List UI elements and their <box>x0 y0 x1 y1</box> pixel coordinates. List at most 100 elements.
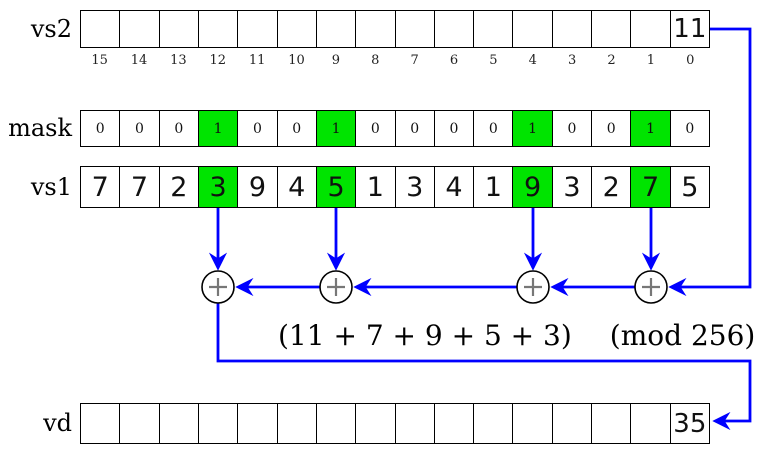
cell-vs1-bit14: 7 <box>120 167 160 207</box>
cell-vs2-bit9 <box>316 11 357 47</box>
cell-mask-bit11: 0 <box>238 111 278 146</box>
cell-vd-bit4 <box>513 404 553 443</box>
cell-vs1-bit3: 3 <box>552 167 593 207</box>
adder-circle <box>319 270 353 304</box>
bit-index-label-3: 3 <box>568 53 577 68</box>
sum-formula: (11 + 7 + 9 + 5 + 3) (mod 256) <box>278 319 755 352</box>
cell-vd-bit3 <box>552 404 593 443</box>
cell-vs2-bit14 <box>120 11 160 47</box>
bit-index-label-12: 12 <box>209 53 227 68</box>
bit-index-label-2: 2 <box>607 53 616 68</box>
cell-vs1-bit12: 3 <box>198 167 239 207</box>
adder-circle <box>201 270 235 304</box>
cell-mask-bit3: 0 <box>552 111 593 146</box>
cell-vd-bit14 <box>120 404 160 443</box>
bit-index-label-4: 4 <box>528 53 537 68</box>
cell-vs2-bit15 <box>81 11 121 47</box>
cell-mask-bit1: 1 <box>631 111 671 146</box>
bit-index-label-5: 5 <box>489 53 498 68</box>
cell-vs2-bit12 <box>198 11 239 47</box>
cell-vd-bit13 <box>159 404 199 443</box>
cell-vs1-bit10: 4 <box>277 167 317 207</box>
cell-vs2-bit8 <box>356 11 396 47</box>
vs2-register-row: 11 <box>80 10 710 48</box>
cell-vs1-bit6: 4 <box>434 167 475 207</box>
cell-vs1-bit11: 9 <box>238 167 278 207</box>
cell-vd-bit12 <box>198 404 239 443</box>
cell-mask-bit2: 0 <box>592 111 632 146</box>
cell-vs2-bit11 <box>238 11 278 47</box>
cell-vd-bit7 <box>395 404 435 443</box>
adder-4 <box>634 270 668 304</box>
cell-vd-bit5 <box>474 404 514 443</box>
cell-mask-bit9: 1 <box>316 111 357 146</box>
bit-index-label-0: 0 <box>686 53 695 68</box>
cell-vs2-bit0: 11 <box>670 11 709 47</box>
cell-mask-bit12: 1 <box>198 111 239 146</box>
adder-circle <box>516 270 550 304</box>
cell-vs1-bit7: 3 <box>395 167 435 207</box>
cell-mask-bit15: 0 <box>81 111 121 146</box>
sum-expression: (11 + 7 + 9 + 5 + 3) <box>278 319 572 352</box>
vd-register-label: vd <box>43 409 72 437</box>
adder-3 <box>516 270 550 304</box>
cell-mask-bit5: 0 <box>474 111 514 146</box>
cell-vd-bit15 <box>81 404 121 443</box>
cell-vs1-bit13: 2 <box>159 167 199 207</box>
plus-icon <box>327 278 345 296</box>
cell-vs1-bit1: 7 <box>631 167 671 207</box>
cell-mask-bit6: 0 <box>434 111 475 146</box>
cell-vs2-bit7 <box>395 11 435 47</box>
bit-index-label-13: 13 <box>170 53 187 68</box>
cell-vd-bit0: 35 <box>670 404 709 443</box>
bit-index-label-1: 1 <box>646 53 656 68</box>
bit-index-label-10: 10 <box>288 53 305 68</box>
cell-vs1-bit9: 5 <box>316 167 357 207</box>
cell-vs1-bit2: 2 <box>592 167 632 207</box>
cell-vd-bit9 <box>316 404 357 443</box>
mask-register-label: mask <box>8 114 72 142</box>
cell-mask-bit4: 1 <box>513 111 553 146</box>
plus-icon <box>209 278 227 296</box>
cell-vd-bit6 <box>434 404 475 443</box>
cell-vd-bit1 <box>631 404 671 443</box>
bit-index-label-9: 9 <box>331 53 341 68</box>
cell-vd-bit8 <box>356 404 396 443</box>
cell-mask-bit8: 0 <box>356 111 396 146</box>
cell-vs1-bit15: 7 <box>81 167 121 207</box>
cell-vd-bit10 <box>277 404 317 443</box>
vd-register-row: 35 <box>80 403 710 444</box>
cell-vs2-bit10 <box>277 11 317 47</box>
cell-mask-bit13: 0 <box>159 111 199 146</box>
cell-mask-bit14: 0 <box>120 111 160 146</box>
bit-index-label-6: 6 <box>449 53 459 68</box>
bit-index-label-11: 11 <box>248 53 266 68</box>
cell-vs2-bit5 <box>474 11 514 47</box>
cell-vs1-bit5: 1 <box>474 167 514 207</box>
adder-1 <box>201 270 235 304</box>
vs1-register-label: vs1 <box>30 173 72 201</box>
cell-vs2-bit13 <box>159 11 199 47</box>
cell-vs2-bit1 <box>631 11 671 47</box>
bit-index-label-8: 8 <box>371 53 380 68</box>
plus-icon <box>642 278 660 296</box>
adder-2 <box>319 270 353 304</box>
cell-vs2-bit3 <box>552 11 593 47</box>
cell-mask-bit10: 0 <box>277 111 317 146</box>
cell-vs1-bit8: 1 <box>356 167 396 207</box>
cell-mask-bit0: 0 <box>670 111 709 146</box>
cell-vs2-bit6 <box>434 11 475 47</box>
plus-icon <box>524 278 542 296</box>
bit-index-label-15: 15 <box>91 53 108 68</box>
cell-vd-bit2 <box>592 404 632 443</box>
vs2-register-label: vs2 <box>30 15 72 43</box>
cell-vs1-bit4: 9 <box>513 167 553 207</box>
cell-vs2-bit4 <box>513 11 553 47</box>
cell-vs1-bit0: 5 <box>670 167 709 207</box>
mod-expression: (mod 256) <box>609 319 756 352</box>
cell-mask-bit7: 0 <box>395 111 435 146</box>
